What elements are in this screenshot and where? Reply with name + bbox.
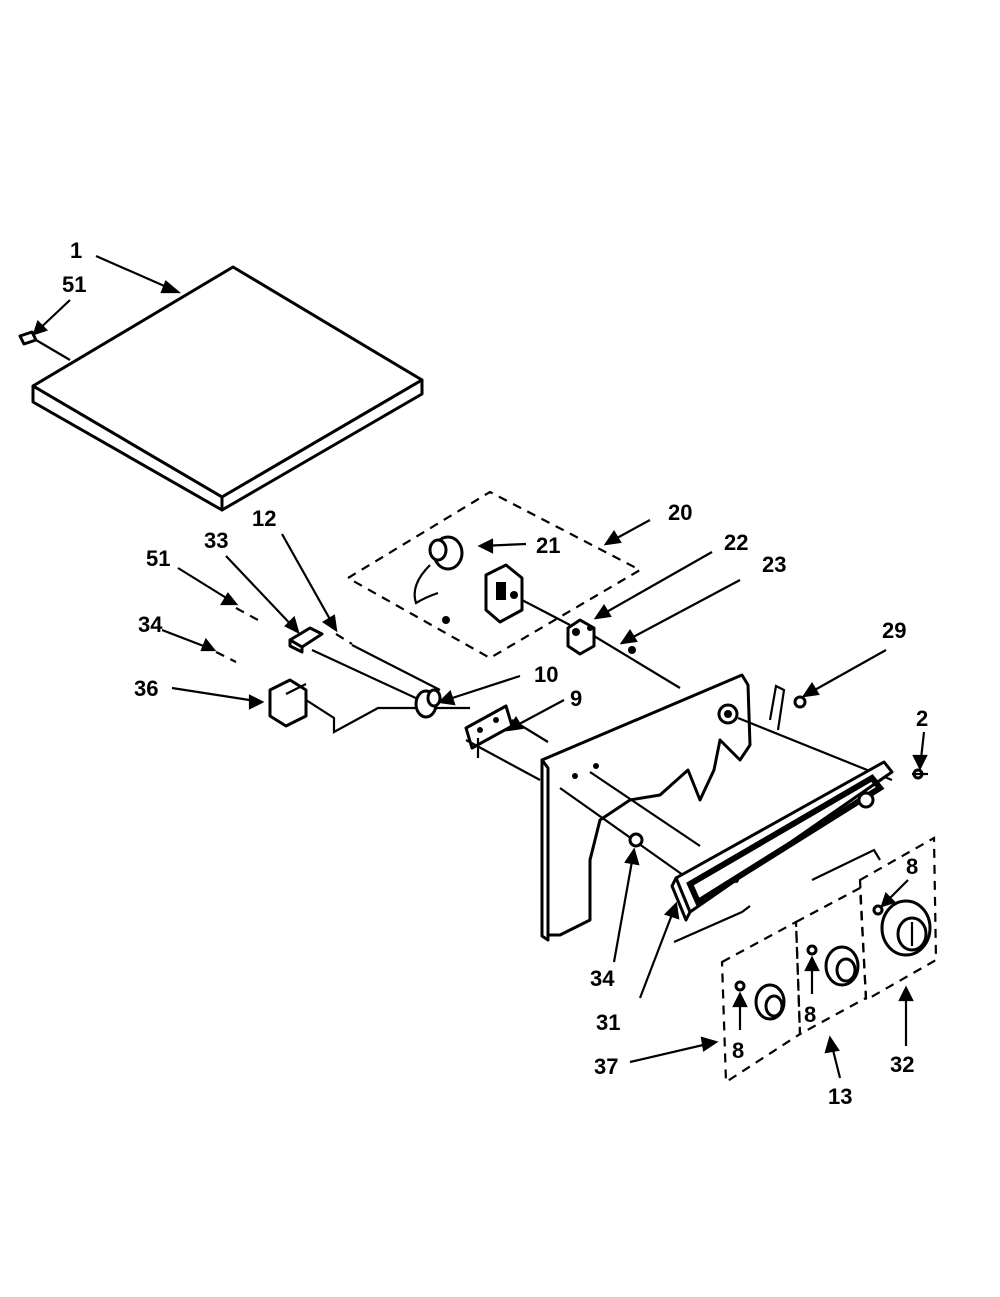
label-part-32: 32 (890, 1052, 914, 1077)
leader-lines (32, 254, 928, 1079)
top-screw (18, 330, 71, 361)
label-part-12: 12 (252, 506, 276, 531)
label-part-1: 1 (70, 238, 82, 263)
terminal-block-36 (268, 678, 470, 734)
label-part-21: 21 (536, 533, 560, 558)
timer-knob-part (413, 535, 464, 624)
label-part-20: 20 (668, 500, 692, 525)
clip-part-29 (768, 684, 807, 731)
spacer-part-10 (414, 688, 442, 719)
knob-small (734, 980, 786, 1021)
label-part-9: 9 (570, 686, 582, 711)
label-part-8-middle: 8 (804, 1002, 816, 1027)
label-part-10: 10 (534, 662, 558, 687)
label-part-29: 29 (882, 618, 906, 643)
label-part-36: 36 (134, 676, 158, 701)
knob-medium (806, 944, 860, 987)
label-part-2: 2 (916, 706, 928, 731)
label-part-33: 33 (204, 528, 228, 553)
timer-motor (484, 563, 571, 626)
label-part-34-bottom: 34 (590, 966, 615, 991)
label-part-37: 37 (594, 1054, 618, 1079)
label-part-34-left: 34 (138, 612, 163, 637)
console-panel (540, 673, 893, 942)
label-part-13: 13 (828, 1084, 852, 1109)
label-part-51-left: 51 (146, 546, 170, 571)
label-part-51-top: 51 (62, 272, 86, 297)
switch-part-33 (288, 626, 324, 654)
control-panel-bezel (670, 760, 894, 944)
knob-group-37-dashed-box (720, 920, 802, 1084)
part-labels: 1 51 20 21 22 23 33 12 51 34 36 10 9 29 … (62, 238, 928, 1109)
top-panel (31, 265, 424, 512)
bracket-part-9 (464, 704, 549, 781)
label-part-23: 23 (762, 552, 786, 577)
label-part-22: 22 (724, 530, 748, 555)
timer-bracket (566, 618, 681, 689)
label-part-31: 31 (596, 1010, 620, 1035)
knob-group-13-dashed-box (794, 886, 868, 1036)
knob-large (872, 899, 932, 957)
timer-assembly-dashed-box (345, 490, 643, 660)
label-part-8-right: 8 (906, 854, 918, 879)
label-part-8-left: 8 (732, 1038, 744, 1063)
screw-part-2 (912, 768, 928, 780)
